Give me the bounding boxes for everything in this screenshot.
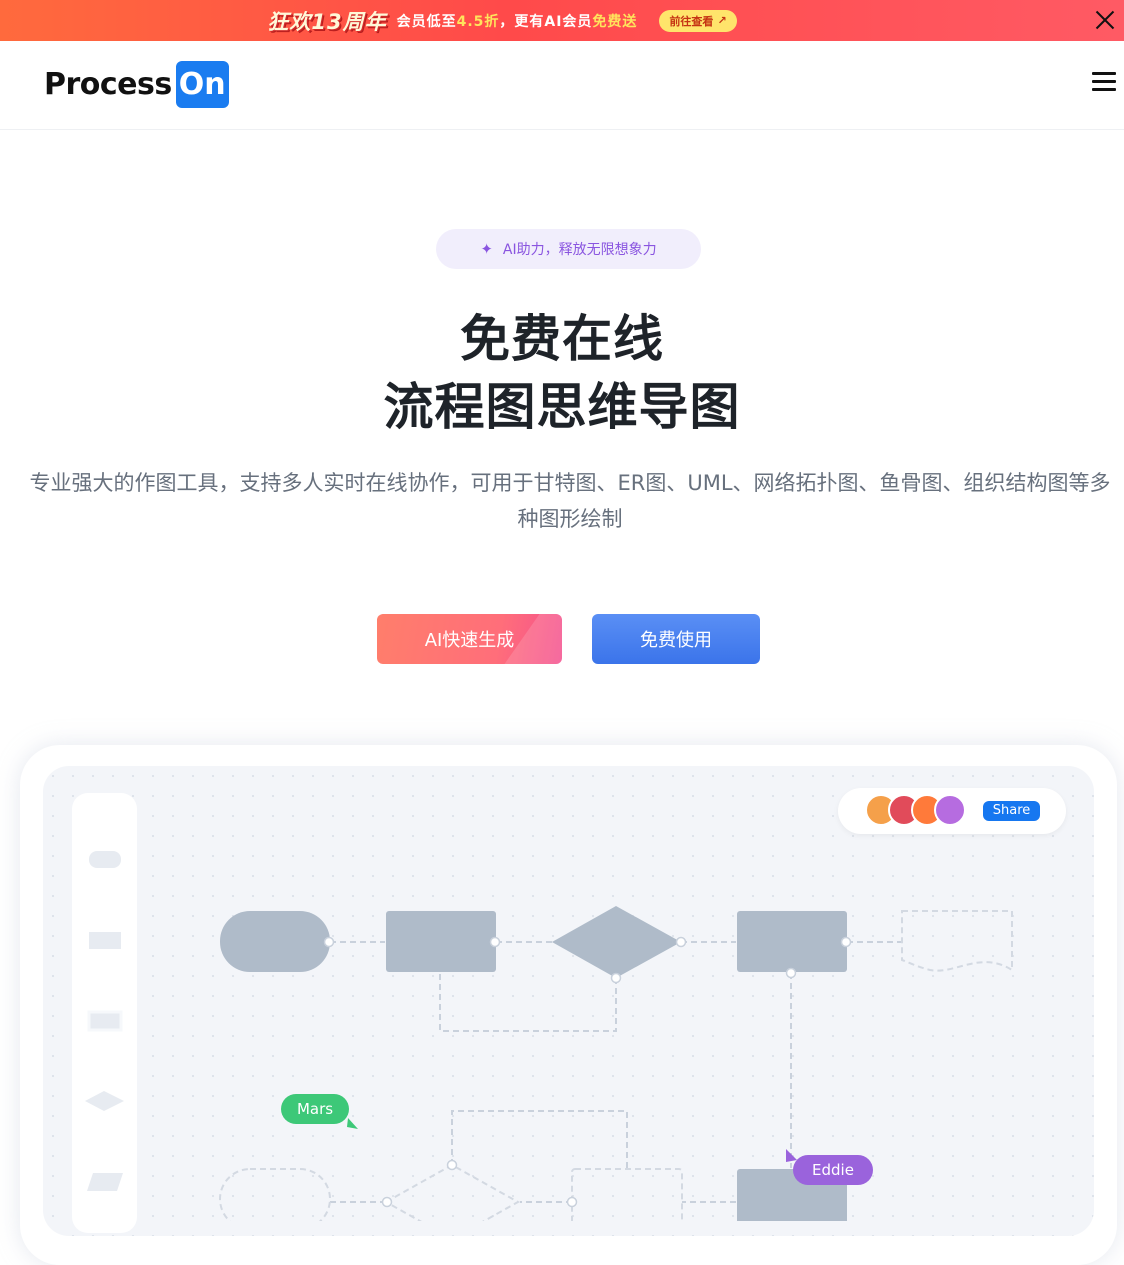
- flow-process-outline: [571, 1168, 683, 1221]
- connection-point: [675, 936, 687, 948]
- flow-decision-outline: [383, 1163, 521, 1221]
- flow-terminator-outline: [219, 1168, 331, 1221]
- promo-content: 狂欢13周年 会员低至4.5折，更有AI会员免费送 前往查看 ↗: [267, 6, 737, 36]
- connection-point: [840, 936, 852, 948]
- palette-rectangle-shape: [89, 932, 121, 949]
- promo-discount: 4.5折: [456, 13, 500, 30]
- logo-text: Process: [44, 67, 172, 102]
- promo-banner[interactable]: 狂欢13周年 会员低至4.5折，更有AI会员免费送 前往查看 ↗: [0, 0, 1124, 41]
- free-use-button[interactable]: 免费使用: [592, 614, 760, 664]
- palette-process-shape: [87, 1010, 123, 1032]
- ai-badge-label: AI助力，释放无限想象力: [502, 242, 657, 258]
- connection-point: [323, 936, 335, 948]
- connection-point: [489, 936, 501, 948]
- connection-point: [566, 1196, 578, 1208]
- avatar: [934, 794, 966, 826]
- promo-cta-label: 前往查看: [669, 14, 714, 28]
- ai-badge[interactable]: ✦ AI助力，释放无限想象力: [436, 229, 701, 269]
- share-button[interactable]: Share: [983, 801, 1040, 821]
- connection-point: [785, 967, 797, 979]
- cursor-label-mars: Mars: [281, 1094, 349, 1124]
- free-use-label: 免费使用: [640, 630, 712, 651]
- page-subtitle: 专业强大的作图工具，支持多人实时在线协作，可用于甘特图、ER图、UML、网络拓扑…: [29, 471, 1111, 531]
- connection-point: [610, 972, 622, 984]
- promo-text: 会员低至4.5折，更有AI会员免费送: [397, 11, 638, 31]
- hamburger-menu-icon[interactable]: [1092, 72, 1116, 94]
- flow-process-node-2: [737, 911, 847, 972]
- promo-free: 免费送: [592, 13, 638, 30]
- page-title-line-2: 流程图思维导图: [383, 378, 741, 436]
- connector-loop: [439, 973, 617, 1032]
- ai-generate-button[interactable]: AI快速生成: [377, 614, 562, 664]
- palette-parallelogram-shape: [87, 1173, 123, 1191]
- cursor-arrow-icon: [786, 1149, 797, 1162]
- palette-diamond-shape: [85, 1091, 124, 1111]
- flow-process-node: [386, 911, 496, 972]
- promo-text-middle: ，更有AI会员: [499, 13, 593, 30]
- page-title-line-1: 免费在线: [460, 310, 664, 368]
- arrow-up-right-icon: ↗: [717, 14, 727, 27]
- promo-text-prefix: 会员低至: [396, 13, 457, 30]
- promo-cta-button[interactable]: 前往查看 ↗: [659, 9, 737, 32]
- palette-terminator-shape: [89, 851, 121, 868]
- demo-canvas: [43, 766, 1094, 1236]
- ai-generate-label: AI快速生成: [424, 630, 515, 651]
- logo-box: On: [175, 61, 229, 108]
- promo-title: 狂欢13周年: [267, 9, 387, 34]
- flow-document-node: [901, 910, 1013, 972]
- connection-point: [446, 1159, 458, 1171]
- flowchart-illustration: [85, 851, 1013, 1221]
- flow-decision-node: [552, 906, 681, 978]
- logo[interactable]: Process On: [44, 61, 229, 108]
- flow-start-node: [220, 911, 330, 972]
- connector-loop-2: [451, 1110, 628, 1168]
- cursor-arrow-icon: [347, 1118, 358, 1129]
- navbar: Process On: [0, 41, 1124, 130]
- cursor-label-eddie: Eddie: [793, 1155, 873, 1185]
- connection-point: [381, 1196, 393, 1208]
- sparkle-icon: ✦: [480, 240, 493, 258]
- page-title: 免费在线 流程图思维导图: [0, 305, 1124, 441]
